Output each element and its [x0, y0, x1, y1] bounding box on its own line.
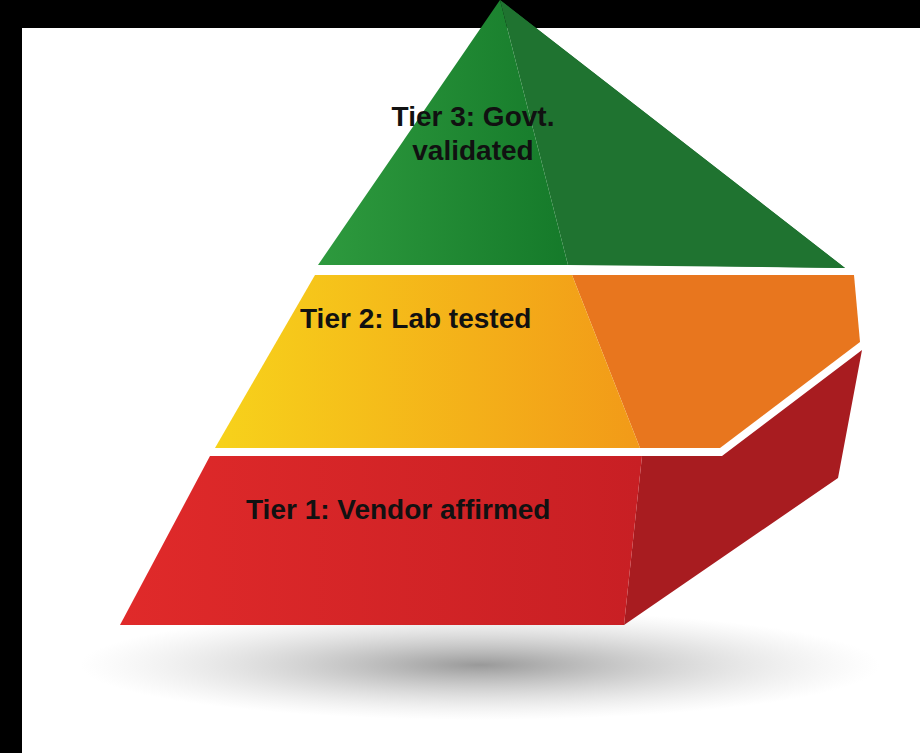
tier-band-label: Tier 1: Vendor affirmed: [246, 493, 576, 527]
tier-band-label: Tier 2: Lab tested: [300, 302, 550, 336]
tier-label: Tier 2: Lab tested: [300, 302, 550, 336]
tier-label: Tier 1: Vendor affirmed: [246, 493, 576, 527]
green-band: [318, 0, 568, 265]
red-side: [624, 350, 862, 625]
red-band: [120, 456, 642, 625]
yellow-band: [215, 275, 640, 448]
tier-band-label: Tier 3: Govt. validated: [378, 100, 568, 167]
drop-shadow: [80, 610, 880, 720]
tier-label: Tier 3: Govt. validated: [378, 100, 568, 167]
